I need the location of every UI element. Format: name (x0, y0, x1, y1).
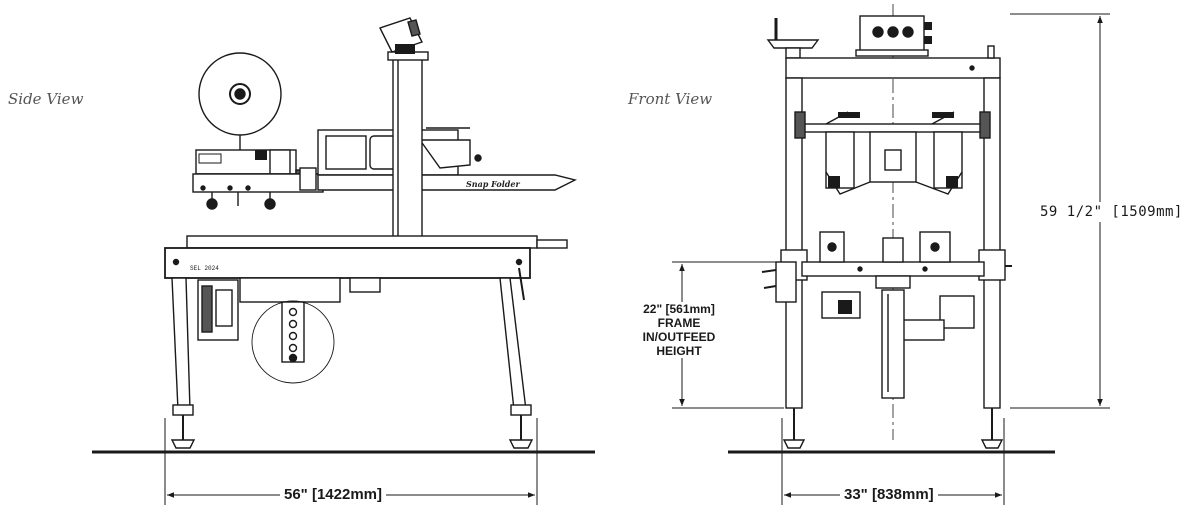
front-view-label: Front View (628, 90, 713, 108)
overall-height-label: 59 1/2" [1509mm] (1040, 202, 1183, 222)
side-brand-label: Snap Folder (466, 179, 520, 189)
frame-height-line2: IN/OUTFEED (642, 330, 716, 344)
side-tape-roll-top (198, 52, 282, 150)
side-flap-folder (299, 127, 578, 191)
frame-height-line3: HEIGHT (656, 344, 702, 358)
side-view-label: Side View (8, 90, 84, 108)
frame-height-value: 22" [561mm] (643, 302, 715, 316)
side-model-label: SEL 2024 (190, 265, 219, 272)
frame-height-label: 22" [561mm] FRAME IN/OUTFEED HEIGHT (624, 302, 734, 358)
front-top-crank (766, 18, 820, 59)
side-width-label: 56" [1422mm] (280, 486, 386, 503)
side-frame (164, 235, 568, 449)
side-column (379, 17, 429, 251)
side-view-machine: SEL 2024 Snap Folder (92, 17, 595, 505)
front-view-machine (672, 4, 1110, 505)
front-control-box (855, 15, 932, 57)
front-width-label: 33" [838mm] (840, 486, 938, 503)
frame-height-line1: FRAME (657, 316, 701, 330)
side-lower-head (197, 277, 381, 384)
front-frame (761, 45, 1012, 449)
front-upper-head (794, 111, 991, 195)
front-lower-head (819, 231, 975, 399)
